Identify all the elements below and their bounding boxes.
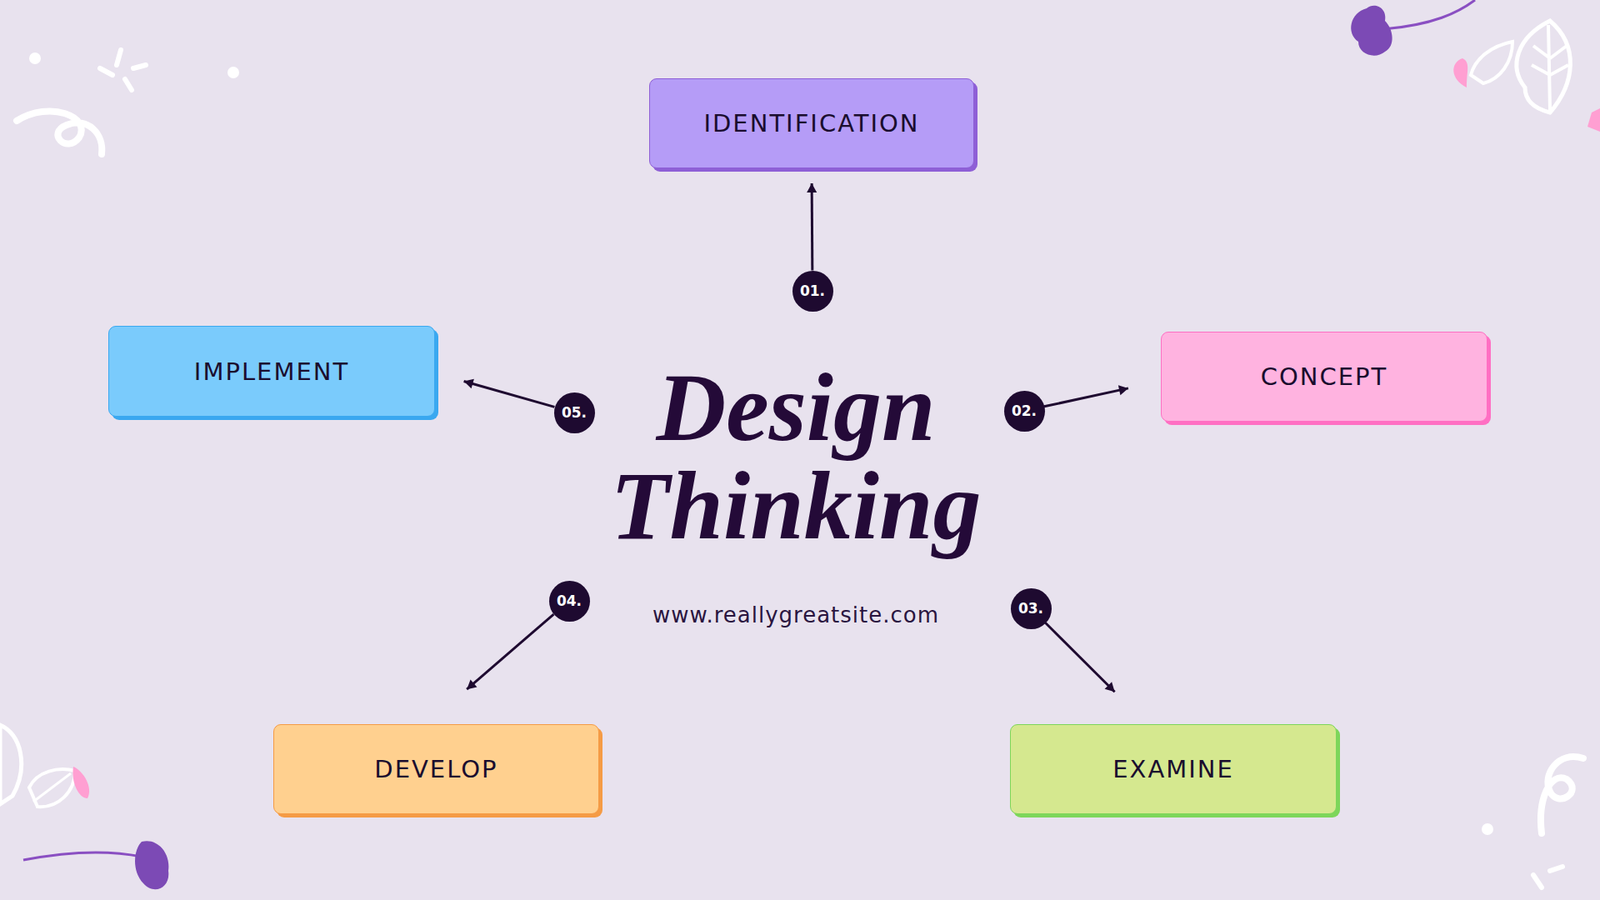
squiggle <box>1540 756 1584 834</box>
sparkle <box>100 50 146 90</box>
step-number-circle: 01. <box>792 270 834 312</box>
sparkle <box>1533 866 1563 888</box>
dot <box>29 52 41 65</box>
arrow-connector <box>1045 622 1115 692</box>
process-box: IDENTIFICATION <box>649 78 975 169</box>
arrow-connector <box>464 379 555 408</box>
step-name: EXAMINE <box>1112 755 1235 784</box>
squiggle <box>16 111 102 155</box>
callout-number: 04. <box>556 592 582 610</box>
process-box: DEVELOP <box>273 724 600 815</box>
step-number-circle: 05. <box>554 392 595 434</box>
callout-number: 01. <box>800 282 825 300</box>
step-number-circle: 04. <box>549 580 590 622</box>
dot <box>1481 823 1494 835</box>
callout-number: 02. <box>1011 402 1037 420</box>
callout-number: 03. <box>1018 600 1044 617</box>
step-name: IDENTIFICATION <box>703 109 920 138</box>
step-number-circle: 03. <box>1010 588 1052 630</box>
process-box: CONCEPT <box>1160 331 1488 422</box>
title: Design Thinking <box>562 358 1030 556</box>
dot <box>227 66 240 79</box>
step-name: IMPLEMENT <box>194 357 350 386</box>
flower-bottom-left <box>0 725 169 890</box>
arrow-connector <box>806 183 817 271</box>
arrow-connector <box>466 614 554 690</box>
website-label: www.reallygreatsite.com <box>652 602 940 628</box>
arrow-connector <box>1044 385 1129 406</box>
step-name: DEVELOP <box>374 755 498 784</box>
process-box: IMPLEMENT <box>108 325 435 417</box>
flower-top-right <box>1350 0 1600 132</box>
step-number-circle: 02. <box>1004 390 1045 432</box>
step-name: CONCEPT <box>1260 362 1389 391</box>
callout-number: 05. <box>561 404 587 421</box>
process-box: EXAMINE <box>1010 724 1337 815</box>
